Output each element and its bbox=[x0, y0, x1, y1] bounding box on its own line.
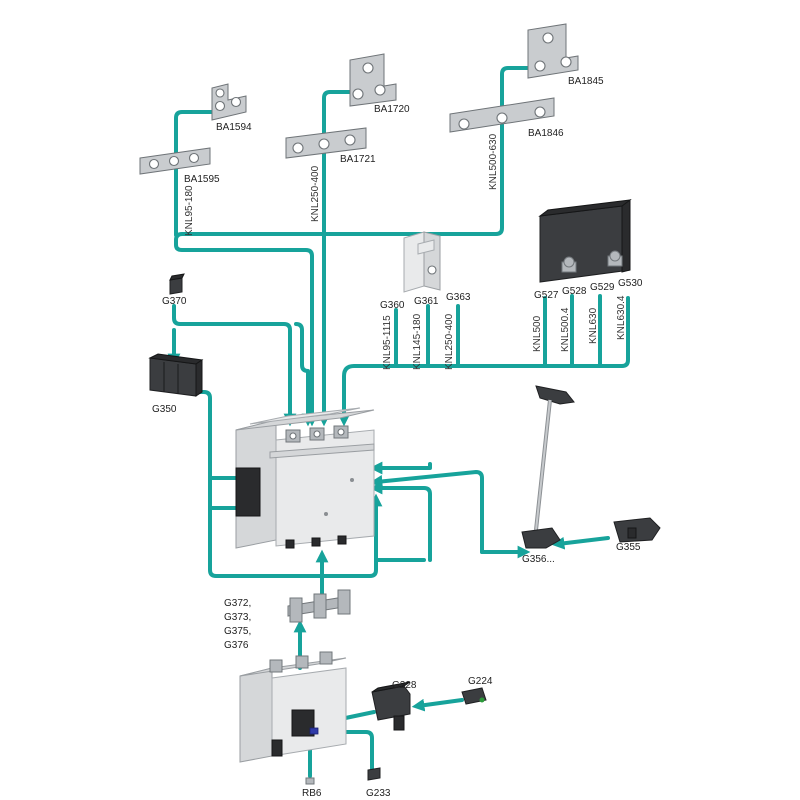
g372-part bbox=[287, 589, 351, 623]
connector-g355 bbox=[551, 536, 610, 550]
connector-g224 bbox=[411, 698, 464, 712]
connector-g370-side bbox=[294, 322, 315, 427]
g370-part bbox=[169, 273, 185, 295]
label-rb6: RB6 bbox=[302, 788, 322, 799]
label-g224: G224 bbox=[468, 676, 493, 687]
label-g233: G233 bbox=[366, 788, 391, 799]
label-knl145-180: KNL145-180 bbox=[412, 313, 423, 370]
labels: BA1594 BA1595 BA1720 BA1721 BA1845 BA184… bbox=[152, 76, 643, 799]
label-ba1721: BA1721 bbox=[340, 154, 376, 165]
connector-ba1845-to-knl500 bbox=[174, 66, 530, 242]
relay-reset-button bbox=[309, 727, 319, 735]
label-g528: G528 bbox=[562, 286, 587, 297]
contactor-terminal-2 bbox=[309, 427, 325, 441]
label-knl500: KNL500 bbox=[532, 315, 543, 352]
label-knl95-1115: KNL95-1115 bbox=[382, 315, 393, 370]
label-g370: G370 bbox=[162, 296, 187, 307]
label-g530: G530 bbox=[618, 278, 643, 289]
busbar-ba1594 bbox=[211, 83, 247, 121]
rb6-part bbox=[305, 777, 315, 785]
label-ba1720: BA1720 bbox=[374, 104, 410, 115]
label-g361: G361 bbox=[414, 296, 439, 307]
label-knl250-400-mid: KNL250-400 bbox=[444, 313, 455, 370]
label-knl630: KNL630 bbox=[588, 307, 599, 344]
label-g228: G228 bbox=[392, 680, 417, 691]
connector-g233 bbox=[321, 725, 374, 778]
busbar-ba1846 bbox=[449, 97, 555, 133]
connector-right-1 bbox=[369, 461, 432, 475]
label-g356: G356... bbox=[522, 554, 555, 565]
connector-right-5 bbox=[369, 493, 426, 562]
label-knl630-4: KNL630.4 bbox=[616, 295, 627, 340]
connector-lines bbox=[167, 66, 630, 778]
connector-g370 bbox=[172, 304, 297, 427]
connector-terminal-bus bbox=[337, 296, 630, 427]
label-g373: G373, bbox=[224, 612, 251, 623]
thermal-overload-relay bbox=[239, 651, 347, 763]
label-g350: G350 bbox=[152, 404, 177, 415]
contactor-terminal-3 bbox=[333, 425, 349, 439]
connector-ba1594-to-knl95 bbox=[174, 110, 216, 237]
connector-right-2 bbox=[369, 470, 484, 554]
label-g375: G375, bbox=[224, 626, 251, 637]
terminal-cover-part bbox=[403, 231, 441, 293]
connector-ba1720-to-knl250 bbox=[322, 90, 354, 237]
label-g363: G363 bbox=[446, 292, 471, 303]
g233-part bbox=[367, 767, 381, 781]
main-contactor bbox=[235, 407, 375, 549]
g355-part bbox=[613, 517, 661, 543]
label-g372: G372, bbox=[224, 598, 251, 609]
label-g527: G527 bbox=[534, 290, 559, 301]
connector-g350-loop bbox=[196, 390, 378, 578]
label-ba1595: BA1595 bbox=[184, 174, 220, 185]
g224-indicator bbox=[479, 697, 485, 703]
label-g355: G355 bbox=[616, 542, 641, 553]
g228-part bbox=[371, 681, 411, 731]
busbar-ba1720 bbox=[349, 53, 397, 107]
g350-part bbox=[148, 353, 204, 397]
label-ba1845: BA1845 bbox=[568, 76, 604, 87]
label-knl500-630: KNL500-630 bbox=[488, 133, 499, 190]
shroud-bolt-left bbox=[561, 256, 577, 273]
contactor-terminal-1 bbox=[285, 429, 301, 443]
busbar-ba1595 bbox=[139, 147, 211, 175]
connector-tree-to-contactor bbox=[174, 238, 319, 427]
g224-part bbox=[461, 687, 487, 705]
terminal-shroud-part bbox=[538, 199, 632, 283]
label-g529: G529 bbox=[590, 282, 615, 293]
label-knl95-180: KNL95-180 bbox=[184, 185, 195, 236]
shroud-bolt-right bbox=[607, 250, 623, 267]
label-ba1594: BA1594 bbox=[216, 122, 252, 133]
label-knl250-400-top: KNL250-400 bbox=[310, 165, 321, 222]
label-g360: G360 bbox=[380, 300, 405, 311]
busbar-ba1721 bbox=[285, 127, 367, 159]
g356-part bbox=[521, 385, 575, 549]
label-ba1846: BA1846 bbox=[528, 128, 564, 139]
connector-right-3 bbox=[369, 481, 432, 562]
busbar-ba1845 bbox=[527, 23, 579, 79]
label-knl500-4: KNL500.4 bbox=[560, 307, 571, 352]
label-g376: G376 bbox=[224, 640, 249, 651]
